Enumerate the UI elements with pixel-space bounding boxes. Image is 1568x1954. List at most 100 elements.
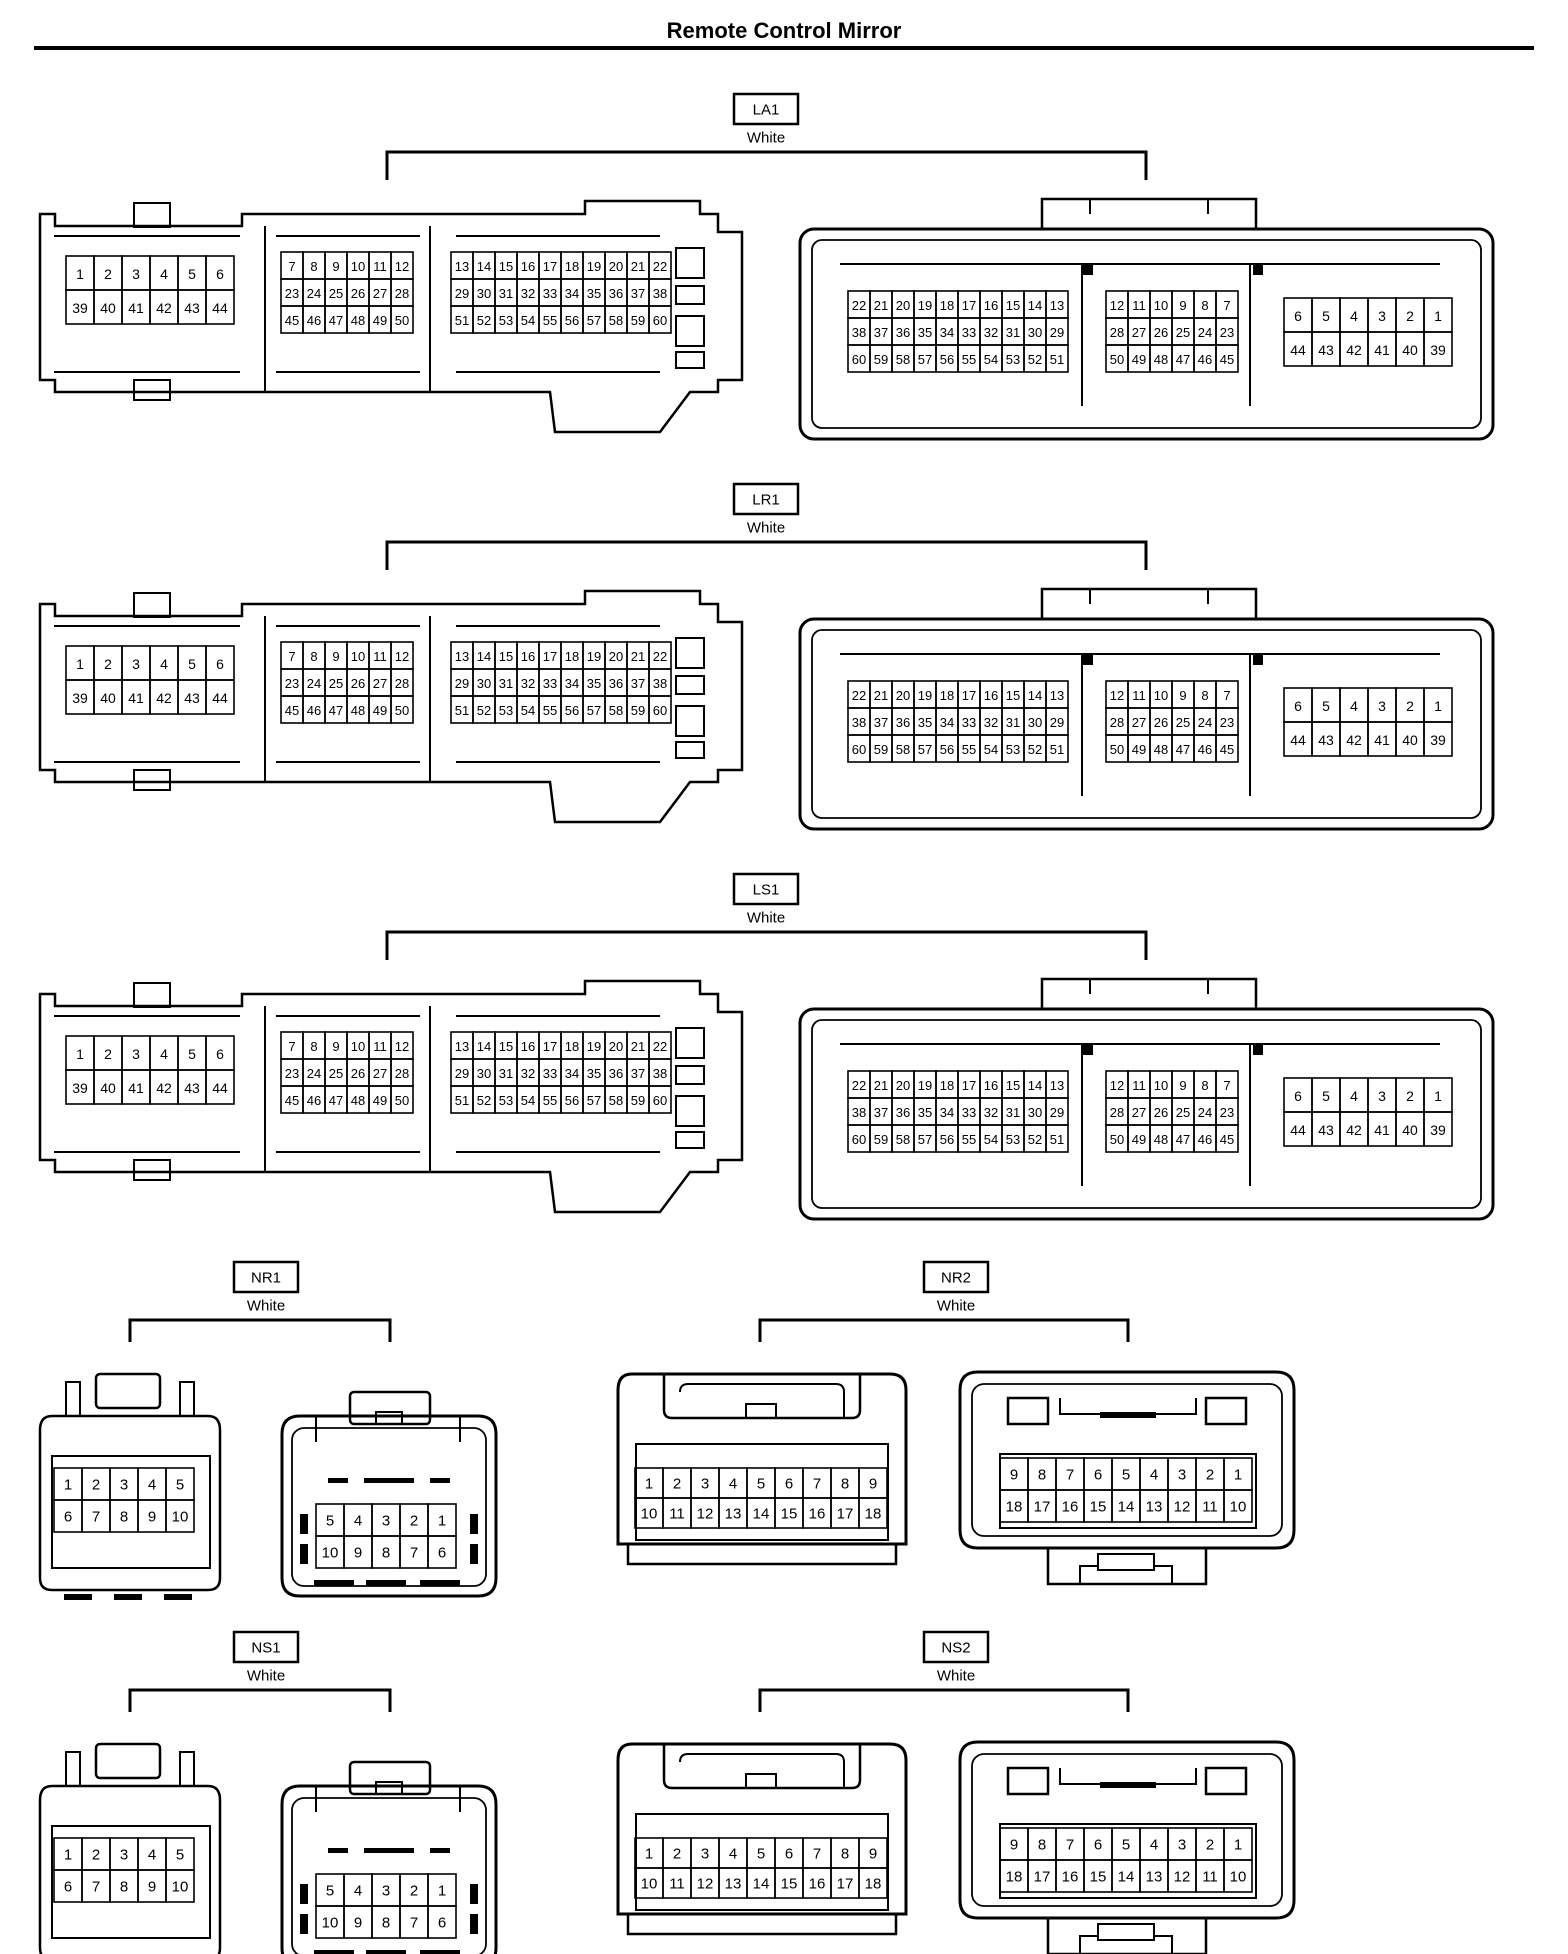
lock-arm — [1079, 1935, 1173, 1954]
pin-label: 58 — [609, 703, 623, 718]
pin-label: 14 — [753, 1876, 770, 1893]
side-key — [675, 285, 705, 305]
pin-label: 25 — [1176, 715, 1190, 730]
pin-label: 25 — [329, 286, 343, 301]
pin-label: 27 — [373, 286, 387, 301]
pin-label: 51 — [455, 1093, 469, 1108]
pin-label: 15 — [499, 1039, 513, 1054]
pin-label: 38 — [653, 1066, 667, 1081]
pin-label: 12 — [1110, 688, 1124, 703]
lock-tab — [375, 1781, 403, 1795]
connector-code: NS1 — [251, 1640, 280, 1657]
pin-label: 3 — [132, 1046, 140, 1062]
connector-code: NS2 — [941, 1640, 970, 1657]
pin-label: 57 — [918, 352, 932, 367]
pin-label: 7 — [288, 649, 295, 664]
pair-bracket — [128, 1688, 392, 1712]
pin-label: 4 — [160, 1046, 168, 1062]
pin-label: 21 — [631, 259, 645, 274]
pin-label: 13 — [455, 259, 469, 274]
foot-bar — [366, 1580, 406, 1586]
pin-cell — [858, 1497, 888, 1529]
rail-mark — [364, 1848, 414, 1853]
pin-cell — [1423, 721, 1453, 757]
foot-bar — [64, 1594, 92, 1600]
pin-label: 4 — [160, 266, 168, 282]
pin-label: 41 — [128, 690, 144, 706]
inner-rail — [54, 625, 240, 763]
pin-label: 11 — [669, 1876, 685, 1893]
pin-label: 42 — [156, 1080, 172, 1096]
male-shell — [38, 589, 744, 824]
pin-label: 24 — [307, 676, 321, 691]
foot-bar — [366, 1950, 406, 1954]
pin-label: 56 — [565, 703, 579, 718]
pin-label: 50 — [1110, 352, 1124, 367]
pin-label: 14 — [1118, 1869, 1135, 1886]
pin-label: 35 — [587, 286, 601, 301]
pin-label: 4 — [1350, 308, 1358, 324]
pin-label: 22 — [852, 298, 866, 313]
pin-label: 15 — [781, 1506, 798, 1523]
pin-label: 17 — [962, 1078, 976, 1093]
pin-label: 51 — [455, 703, 469, 718]
pin-cavity — [51, 1825, 211, 1939]
pin-label: 27 — [1132, 1105, 1146, 1120]
pin-label: 6 — [785, 1476, 793, 1493]
pin-label: 38 — [852, 325, 866, 340]
pin-label: 32 — [521, 1066, 535, 1081]
pin-cell — [205, 1069, 235, 1105]
pin-label: 21 — [874, 1078, 888, 1093]
pin-label: 52 — [1028, 742, 1042, 757]
pin-label: 48 — [1154, 1132, 1168, 1147]
pin-label: 3 — [1178, 1467, 1186, 1484]
foot-bar — [114, 1594, 142, 1600]
pin-label: 40 — [1402, 1122, 1418, 1138]
pin-label: 16 — [521, 259, 535, 274]
key-notch — [1253, 265, 1263, 275]
connector-code: LS1 — [753, 882, 780, 899]
pin-label: 47 — [329, 703, 343, 718]
pin-cell — [1423, 1111, 1453, 1147]
female-inner — [811, 1019, 1482, 1209]
pin-label: 50 — [395, 313, 409, 328]
pin-label: 49 — [373, 1093, 387, 1108]
pin-label: 33 — [543, 286, 557, 301]
pin-label: 4 — [354, 1883, 362, 1900]
pin-label: 12 — [1110, 1078, 1124, 1093]
pin-label: 10 — [351, 649, 365, 664]
pin-label: 22 — [653, 259, 667, 274]
pin-label: 28 — [395, 676, 409, 691]
pin-label: 22 — [653, 649, 667, 664]
pin-label: 55 — [962, 352, 976, 367]
pin-cell — [648, 695, 672, 724]
pin-cavity — [51, 1455, 211, 1569]
pin-label: 18 — [1006, 1869, 1023, 1886]
pin-label: 5 — [1322, 1088, 1330, 1104]
pin-label: 4 — [148, 1847, 156, 1864]
side-key — [675, 351, 705, 369]
pin-cell — [1045, 1124, 1069, 1153]
pin-label: 2 — [673, 1476, 681, 1493]
pin-label: 5 — [1122, 1467, 1130, 1484]
bottom-lock — [1046, 1548, 1208, 1586]
pin-label: 54 — [984, 352, 998, 367]
female-shell — [798, 227, 1495, 441]
pin-label: 5 — [326, 1883, 334, 1900]
pin-label: 59 — [874, 1132, 888, 1147]
pin-label: 58 — [896, 1132, 910, 1147]
pin-label: 25 — [329, 676, 343, 691]
lock-tab — [94, 1372, 162, 1410]
pin-label: 34 — [565, 286, 579, 301]
pin-label: 57 — [587, 1093, 601, 1108]
foot-bar — [420, 1580, 460, 1586]
pin-label: 2 — [92, 1847, 100, 1864]
pin-label: 3 — [1178, 1837, 1186, 1854]
